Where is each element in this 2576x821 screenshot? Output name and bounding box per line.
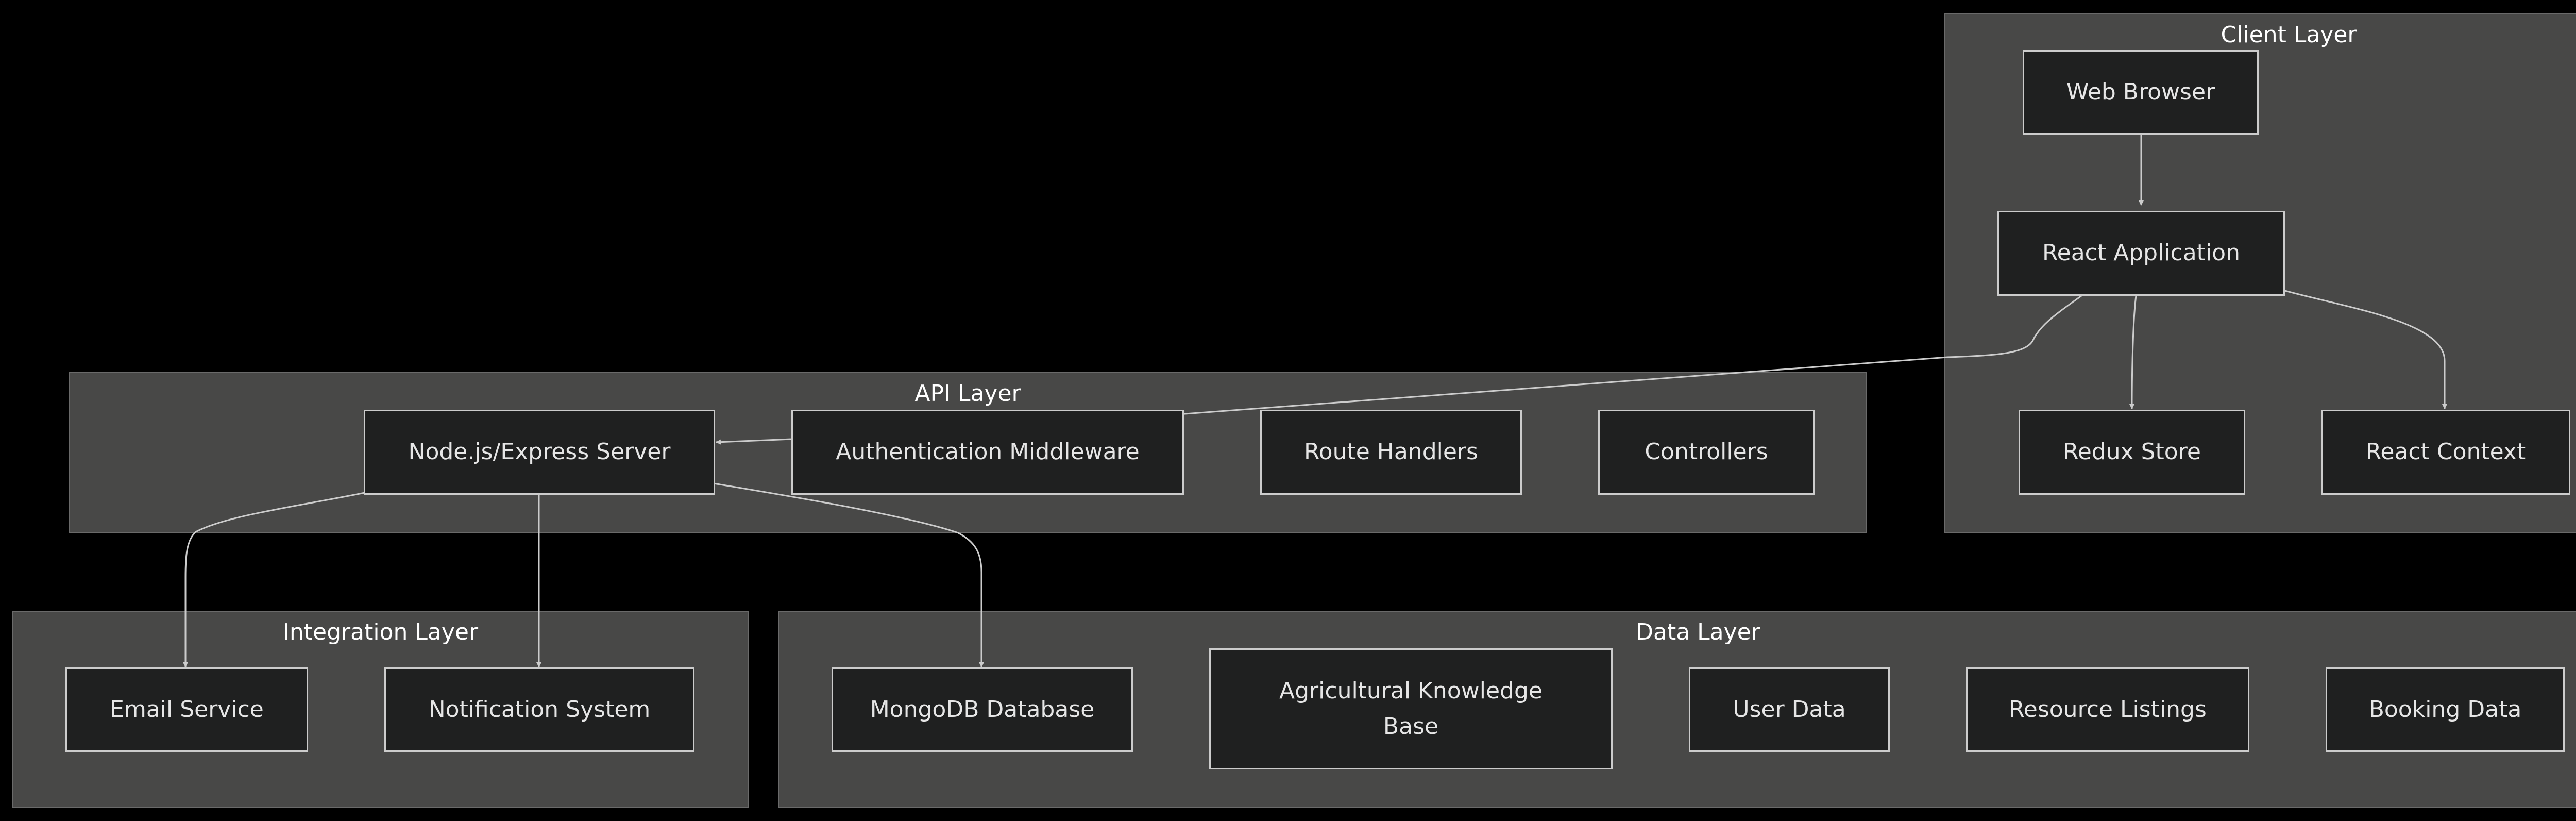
integration-layer-title: Integration Layer — [282, 619, 479, 645]
mongodb-database-node: MongoDB Database — [832, 667, 1133, 752]
react-application-node: React Application — [1997, 211, 2285, 296]
redux-store-node: Redux Store — [2019, 410, 2245, 495]
auth-middleware-node: Authentication Middleware — [791, 410, 1184, 495]
web-browser-label: Web Browser — [2066, 78, 2215, 105]
resource-listings-label: Resource Listings — [2009, 696, 2207, 723]
web-browser-node: Web Browser — [2023, 50, 2259, 135]
route-handlers-node: Route Handlers — [1260, 410, 1522, 495]
controllers-node: Controllers — [1598, 410, 1815, 495]
api-layer-title: API Layer — [914, 380, 1021, 407]
express-server-node: Node.js/Express Server — [364, 410, 715, 495]
email-service-label: Email Service — [110, 696, 264, 723]
user-data-node: User Data — [1689, 667, 1890, 752]
notification-system-node: Notification System — [384, 667, 694, 752]
resource-listings-node: Resource Listings — [1966, 667, 2249, 752]
booking-data-label: Booking Data — [2368, 696, 2522, 723]
notification-system-label: Notification System — [428, 696, 651, 723]
controllers-label: Controllers — [1645, 439, 1768, 465]
booking-data-node: Booking Data — [2326, 667, 2565, 752]
mongodb-database-label: MongoDB Database — [870, 696, 1095, 723]
react-context-label: React Context — [2365, 439, 2526, 465]
route-handlers-label: Route Handlers — [1304, 439, 1478, 465]
knowledge-base-label-line1: Agricultural Knowledge — [1279, 678, 1543, 705]
express-server-label: Node.js/Express Server — [408, 439, 671, 465]
knowledge-base-label-line2: Base — [1383, 713, 1439, 740]
knowledge-base-node: Agricultural Knowledge Base — [1209, 648, 1613, 769]
data-layer-title: Data Layer — [1636, 619, 1760, 645]
auth-middleware-label: Authentication Middleware — [836, 439, 1140, 465]
react-application-label: React Application — [2042, 240, 2240, 266]
react-context-node: React Context — [2321, 410, 2570, 495]
redux-store-label: Redux Store — [2063, 439, 2201, 465]
client-layer-title: Client Layer — [2221, 22, 2357, 48]
user-data-label: User Data — [1733, 696, 1846, 723]
email-service-node: Email Service — [65, 667, 308, 752]
